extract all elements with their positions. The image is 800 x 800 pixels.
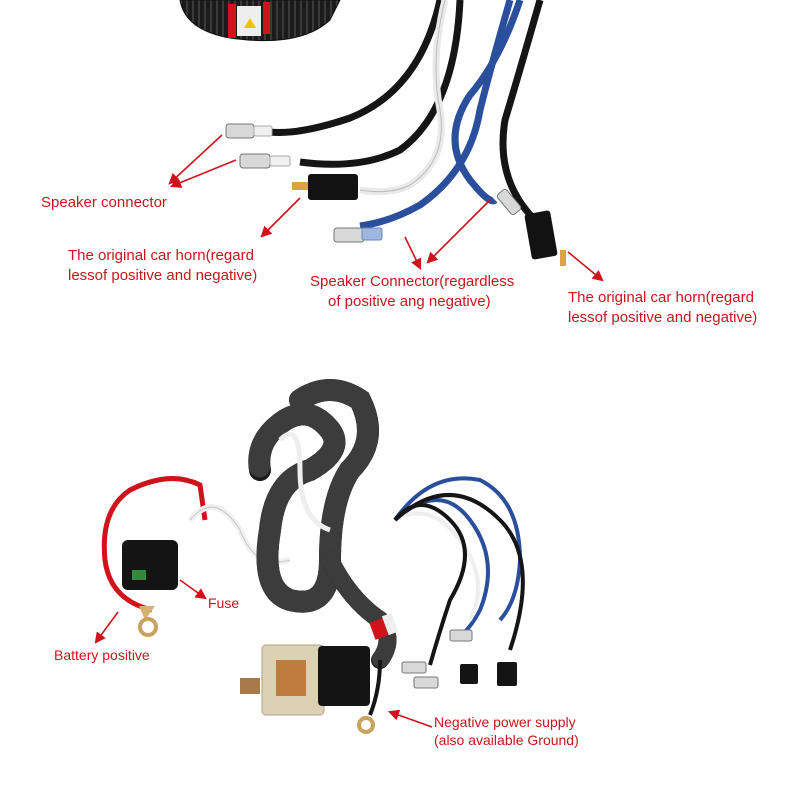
spade-connector-2 <box>239 153 291 169</box>
horn-plug-left <box>292 174 358 200</box>
spade-connector-4 <box>496 188 522 216</box>
label-speaker-connector: Speaker connector <box>41 193 167 213</box>
label-speaker-connector-2-line2: of positive ang negative) <box>328 292 491 310</box>
spade-connector-3 <box>333 227 383 243</box>
label-battery-positive: Battery positive <box>54 646 150 664</box>
relay <box>240 644 370 716</box>
label-horn-right-line1: The original car horn(regard <box>568 289 754 306</box>
label-horn-left-line2: lessof positive and negative) <box>68 266 258 284</box>
label-speaker-connector-2-line1: Speaker Connector(regardless <box>310 273 515 290</box>
label-ground-line2: (also available Ground) <box>434 732 579 749</box>
label-horn-left-line1: The original car horn(regard <box>68 247 254 264</box>
spade-connector-1 <box>225 123 273 139</box>
label-horn-left: The original car horn(regard lessof posi… <box>68 246 257 285</box>
label-horn-right: The original car horn(regard lessof posi… <box>568 288 757 327</box>
label-horn-right-line2: lessof positive and negative) <box>568 308 758 326</box>
label-fuse-text: Fuse <box>208 595 240 611</box>
label-ground-line1: Negative power supply <box>434 714 576 730</box>
label-battery-positive-text: Battery positive <box>54 647 150 663</box>
label-speaker-connector-text: Speaker connector <box>41 194 167 211</box>
fuse-holder <box>122 540 178 590</box>
label-ground: Negative power supply (also available Gr… <box>434 713 579 749</box>
label-fuse: Fuse <box>208 594 239 612</box>
label-speaker-connector-2: Speaker Connector(regardless of positive… <box>310 272 514 311</box>
bottom-harness <box>94 379 525 734</box>
horn-plug-right <box>524 210 566 266</box>
top-wire-closeup <box>168 0 604 282</box>
